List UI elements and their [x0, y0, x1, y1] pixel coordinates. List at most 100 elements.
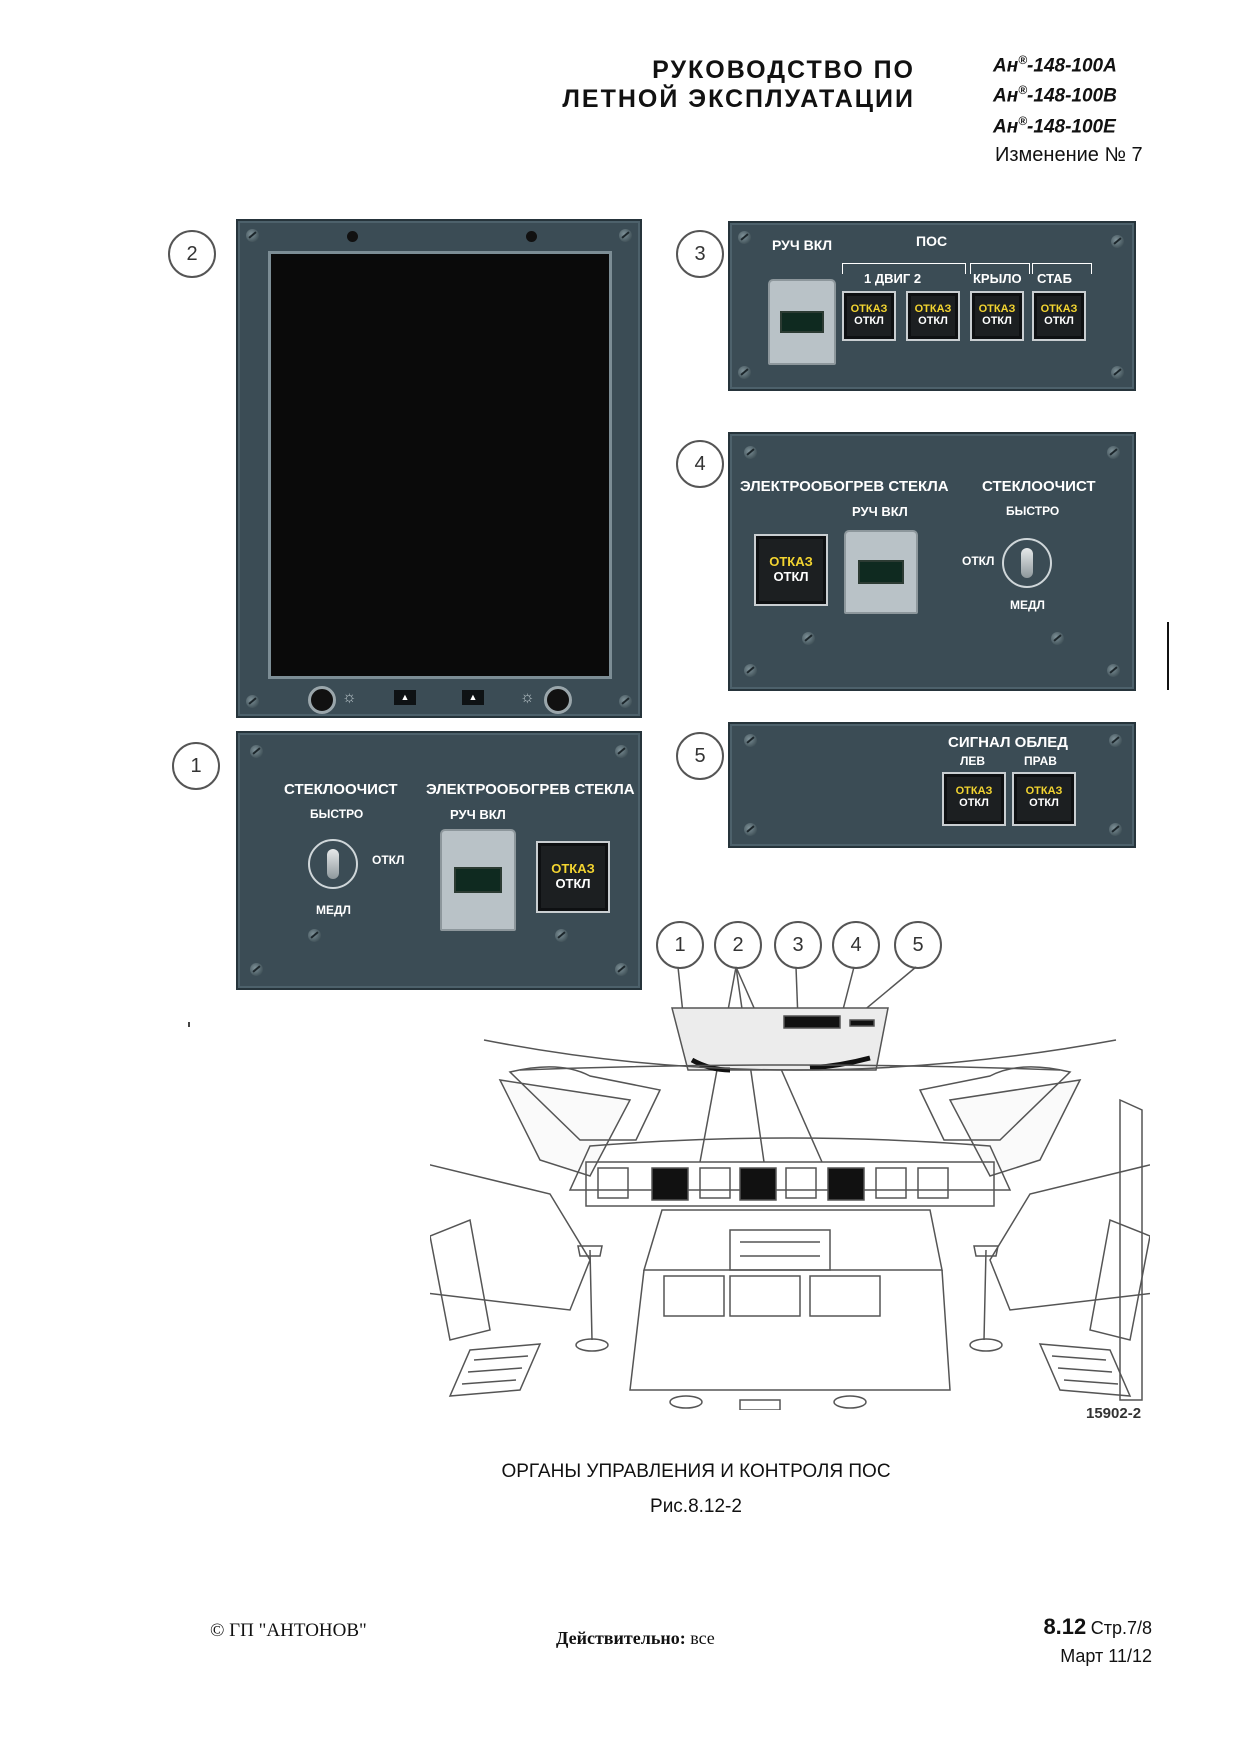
- page-line: 8.12 Стр.7/8: [1022, 1614, 1152, 1640]
- screw-icon: [615, 963, 628, 976]
- windshield-panel-right: ЭЛЕКТРООБОГРЕВ СТЕКЛА СТЕКЛООЧИСТ РУЧ ВК…: [728, 432, 1136, 691]
- section-number: 8.12: [1043, 1614, 1087, 1639]
- screw-icon: [615, 745, 628, 758]
- off-label: ОТКЛ: [959, 797, 989, 809]
- engines-label: 1 ДВИГ 2: [864, 271, 922, 286]
- revision-bar: [1167, 622, 1169, 690]
- fail-label: ОТКАЗ: [978, 303, 1016, 315]
- footer-copyright: © ГП "АНТОНОВ": [210, 1620, 367, 1641]
- callout-2: 2: [168, 230, 216, 278]
- manual-on-guarded-switch[interactable]: [768, 279, 836, 365]
- screw-icon: [738, 231, 751, 244]
- engines-group-bracket: [842, 263, 966, 274]
- knob-lever: [327, 849, 339, 879]
- screw-icon: [1111, 366, 1124, 379]
- switch-window: [858, 560, 904, 584]
- manual-title: РУКОВОДСТВО ПО ЛЕТНОЙ ЭКСПЛУАТАЦИИ: [540, 56, 915, 114]
- screw-icon: [619, 229, 632, 242]
- wiper-rotary-switch[interactable]: [308, 839, 358, 889]
- right-label: ПРАВ: [1024, 754, 1057, 768]
- manual-on-guarded-switch[interactable]: [440, 829, 516, 931]
- wiper-slow-label: МЕДЛ: [1010, 598, 1045, 612]
- wiper-rotary-switch[interactable]: [1002, 538, 1052, 588]
- engine1-fail-button[interactable]: ОТКАЗ ОТКЛ: [842, 291, 896, 341]
- callout-3: 3: [676, 230, 724, 278]
- left-label: ЛЕВ: [960, 754, 986, 768]
- off-label: ОТКЛ: [982, 315, 1012, 327]
- screw-icon: [744, 664, 757, 677]
- screw-icon: [1107, 664, 1120, 677]
- wiper-slow-label: МЕДЛ: [316, 903, 351, 917]
- cockpit-drawing: [430, 966, 1150, 1410]
- wiper-fast-label: БЫСТРО: [310, 807, 364, 821]
- fail-label: ОТКАЗ: [850, 303, 888, 315]
- fail-label: ОТКАЗ: [1025, 785, 1063, 797]
- drawing-id: 15902-2: [1086, 1405, 1142, 1422]
- screw-icon: [1109, 823, 1122, 836]
- fail-label: ОТКАЗ: [955, 785, 993, 797]
- switch-window: [780, 311, 824, 333]
- callout-1: 1: [172, 742, 220, 790]
- wiper-off-label: ОТКЛ: [962, 554, 995, 568]
- callout-4: 4: [676, 440, 724, 488]
- page-number: Стр.7/8: [1090, 1618, 1152, 1638]
- switch-window: [454, 867, 502, 893]
- wing-fail-button[interactable]: ОТКАЗ ОТКЛ: [970, 291, 1024, 341]
- anti-ice-title: ПОС: [916, 233, 948, 249]
- windshield-heat-fail-button[interactable]: ОТКАЗ ОТКЛ: [536, 841, 610, 913]
- up-arrow-button[interactable]: ▲: [462, 690, 484, 705]
- brightness-knob-right[interactable]: [544, 686, 572, 714]
- windshield-heat-label: ЭЛЕКТРООБОГРЕВ СТЕКЛА: [740, 478, 949, 495]
- screw-icon: [1111, 235, 1124, 248]
- off-label: ОТКЛ: [918, 315, 948, 327]
- aircraft-models: Ан®-148-100А Ан®-148-100В Ан®-148-100Е: [993, 48, 1117, 139]
- footer-page-info: 8.12 Стр.7/8 Март 11/12: [1022, 1614, 1152, 1667]
- sensor-icon: [526, 231, 537, 242]
- validity-label: Действительно:: [556, 1628, 686, 1648]
- wing-label: КРЫЛО: [973, 271, 1022, 286]
- ice-signal-panel: СИГНАЛ ОБЛЕД ЛЕВ ПРАВ ОТКАЗ ОТКЛ ОТКАЗ О…: [728, 722, 1136, 848]
- display-screen: [268, 251, 612, 679]
- screw-icon: [802, 632, 815, 645]
- ice-signal-left-button[interactable]: ОТКАЗ ОТКЛ: [942, 772, 1006, 826]
- screw-icon: [1051, 632, 1064, 645]
- callout-2: 2: [714, 921, 762, 969]
- screw-icon: [619, 695, 632, 708]
- callout-5: 5: [894, 921, 942, 969]
- stab-label: СТАБ: [1037, 271, 1072, 286]
- off-label: ОТКЛ: [1044, 315, 1074, 327]
- sun-icon: ☼: [342, 689, 357, 706]
- model-line: Ан®-148-100А: [993, 53, 1117, 77]
- footer-validity: Действительно: все: [556, 1628, 715, 1649]
- callout-4: 4: [832, 921, 880, 969]
- margin-dot: [188, 1022, 190, 1027]
- model-line: Ан®-148-100Е: [993, 113, 1116, 137]
- off-label: ОТКЛ: [555, 876, 591, 891]
- up-arrow-button[interactable]: ▲: [394, 690, 416, 705]
- screw-icon: [744, 823, 757, 836]
- off-label: ОТКЛ: [854, 315, 884, 327]
- screw-icon: [1107, 446, 1120, 459]
- callout-1: 1: [656, 921, 704, 969]
- fail-label: ОТКАЗ: [769, 554, 813, 569]
- screw-icon: [744, 446, 757, 459]
- screw-icon: [744, 734, 757, 747]
- screw-icon: [246, 229, 259, 242]
- revision-date: Март 11/12: [1060, 1646, 1152, 1666]
- windshield-heat-fail-button[interactable]: ОТКАЗ ОТКЛ: [754, 534, 828, 606]
- manual-on-label: РУЧ ВКЛ: [450, 807, 506, 822]
- wiper-label: СТЕКЛООЧИСТ: [982, 478, 1096, 495]
- brightness-knob-left[interactable]: [308, 686, 336, 714]
- screw-icon: [246, 695, 259, 708]
- stab-fail-button[interactable]: ОТКАЗ ОТКЛ: [1032, 291, 1086, 341]
- wiper-fast-label: БЫСТРО: [1006, 504, 1060, 518]
- manual-on-guarded-switch[interactable]: [844, 530, 918, 614]
- screw-icon: [555, 929, 568, 942]
- screw-icon: [250, 745, 263, 758]
- engine2-fail-button[interactable]: ОТКАЗ ОТКЛ: [906, 291, 960, 341]
- screw-icon: [308, 929, 321, 942]
- anti-ice-panel: РУЧ ВКЛ ПОС 1 ДВИГ 2 КРЫЛО СТАБ ОТКАЗ ОТ…: [728, 221, 1136, 391]
- ice-signal-right-button[interactable]: ОТКАЗ ОТКЛ: [1012, 772, 1076, 826]
- knob-lever: [1021, 548, 1033, 578]
